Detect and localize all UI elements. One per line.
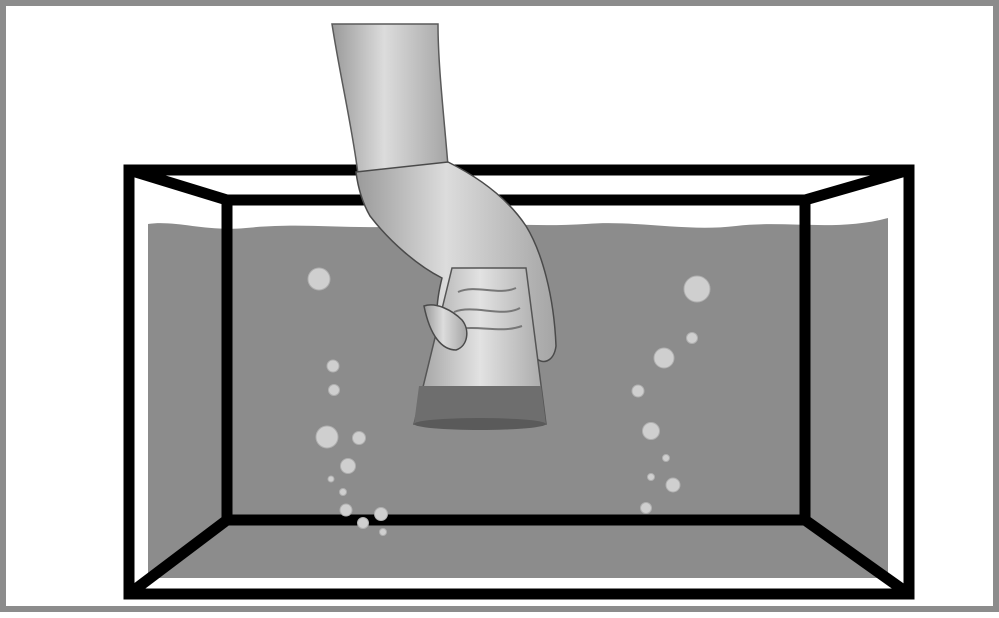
thumb [423, 304, 468, 351]
tank-edge-bottom-left [125, 515, 231, 599]
air-bubble-icon [631, 275, 711, 514]
cup-icon [413, 267, 547, 430]
air-bubble-icon [307, 267, 388, 536]
arm [331, 23, 449, 175]
fish-tank-icon [123, 164, 915, 600]
tank-front-frame [123, 164, 915, 600]
tank-scene-illustration [123, 23, 915, 600]
tank-back-frame [221, 194, 811, 526]
tank-edge-bottom-right [801, 515, 913, 599]
